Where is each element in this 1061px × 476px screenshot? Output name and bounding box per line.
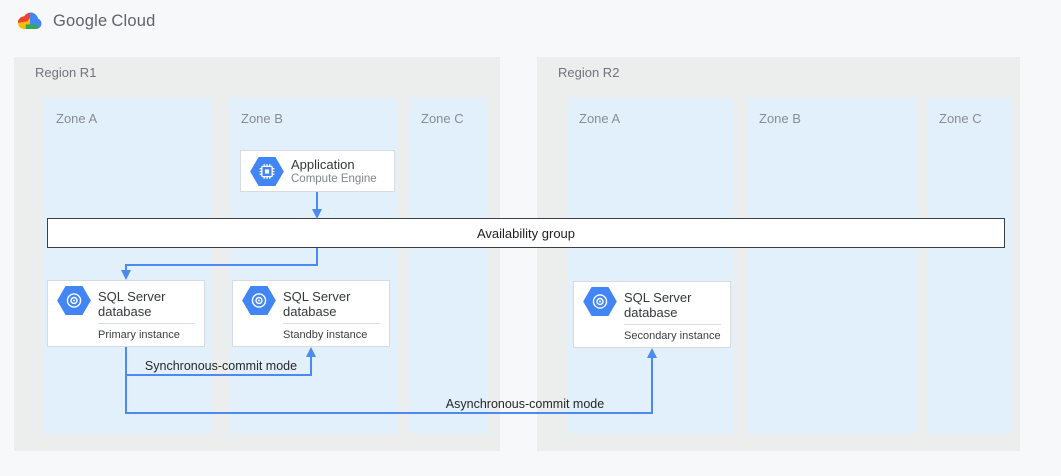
zone-label: Zone B bbox=[241, 111, 283, 126]
sql-primary-card-title: SQL Server database bbox=[98, 289, 166, 319]
zone-label: Zone C bbox=[939, 111, 982, 126]
region-r1-zone-c: Zone C bbox=[409, 98, 488, 434]
card-divider bbox=[624, 324, 721, 325]
sql-standby-card-subtitle: Standby instance bbox=[283, 329, 368, 341]
google-cloud-icon bbox=[17, 12, 42, 30]
card-divider bbox=[283, 323, 380, 324]
sql-secondary-card-subtitle: Secondary instance bbox=[624, 330, 721, 342]
region-r2-zone-a: Zone A bbox=[567, 98, 733, 434]
sql-standby-card: SQL Server database Standby instance bbox=[232, 280, 390, 347]
availability-group-label: Availability group bbox=[476, 225, 576, 241]
application-card-subtitle: Compute Engine bbox=[291, 173, 377, 185]
region-r1: Region R1 Zone A Zone B Zone C bbox=[14, 57, 500, 451]
application-card: Application Compute Engine bbox=[240, 150, 395, 192]
zone-label: Zone B bbox=[759, 111, 801, 126]
logo-word-cloud: Cloud bbox=[111, 11, 156, 30]
sql-primary-card-subtitle: Primary instance bbox=[98, 329, 180, 341]
sql-server-database-icon bbox=[583, 287, 617, 316]
availability-group-bar: Availability group bbox=[47, 218, 1005, 248]
region-r2-zone-b: Zone B bbox=[747, 98, 917, 434]
sql-secondary-card-title: SQL Server database bbox=[624, 290, 692, 320]
region-r1-zone-b: Zone B bbox=[229, 98, 397, 434]
sql-server-database-icon bbox=[57, 286, 91, 315]
region-r1-zone-a: Zone A bbox=[44, 98, 212, 434]
region-r2-zone-c: Zone C bbox=[927, 98, 1012, 434]
zone-label: Zone C bbox=[421, 111, 464, 126]
sql-secondary-card: SQL Server database Secondary instance bbox=[573, 281, 731, 348]
logo-word-google: Google bbox=[53, 11, 108, 30]
region-r2: Region R2 Zone A Zone B Zone C bbox=[537, 57, 1020, 451]
card-divider bbox=[98, 323, 195, 324]
sync-commit-label: Synchronous-commit mode bbox=[144, 359, 298, 373]
sql-server-database-icon bbox=[242, 286, 276, 315]
region-r2-label: Region R2 bbox=[558, 65, 620, 80]
region-r1-label: Region R1 bbox=[35, 65, 97, 80]
zone-label: Zone A bbox=[56, 111, 98, 126]
sql-standby-card-title: SQL Server database bbox=[283, 289, 351, 319]
application-card-title: Application bbox=[291, 157, 355, 172]
sql-primary-card: SQL Server database Primary instance bbox=[47, 280, 205, 347]
zone-label: Zone A bbox=[579, 111, 621, 126]
async-commit-label: Asynchronous-commit mode bbox=[445, 397, 605, 411]
compute-engine-icon bbox=[250, 156, 284, 186]
